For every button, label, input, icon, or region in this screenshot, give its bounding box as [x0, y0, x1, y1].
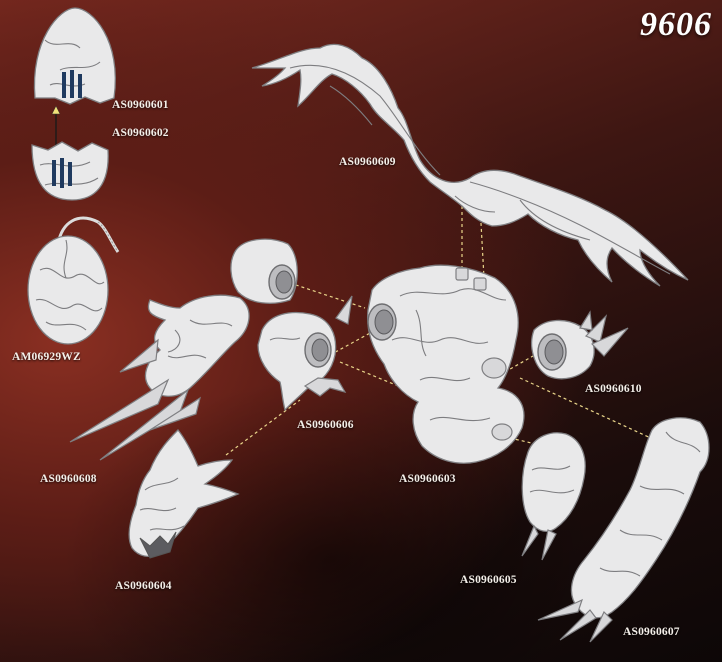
part-label-left-arm: AS0960608 — [40, 473, 97, 485]
part-label-right-small-head: AS0960610 — [585, 383, 642, 395]
part-label-egg-top: AS0960601 — [112, 99, 169, 111]
egg-mark — [62, 72, 66, 98]
part-label-torso: AS0960603 — [399, 473, 456, 485]
set-number: 9606 — [640, 6, 712, 44]
leg-part — [522, 433, 585, 560]
egg-mark — [60, 158, 64, 188]
part-label-small-head: AS0960606 — [297, 419, 354, 431]
torso-part — [368, 265, 524, 463]
part-label-wing: AS0960609 — [339, 156, 396, 168]
part-label-head: AS0960604 — [115, 580, 172, 592]
egg-bottom-part — [32, 142, 108, 200]
egg-top-part — [34, 8, 115, 104]
head-part — [129, 430, 238, 558]
egg-mark — [78, 74, 82, 98]
part-label-brain: AM06929WZ — [12, 351, 81, 363]
egg-mark — [70, 70, 74, 98]
part-label-leg: AS0960605 — [460, 574, 517, 586]
part-label-egg-bottom: AS0960602 — [112, 127, 169, 139]
right-small-head-part — [532, 312, 628, 379]
small-head-part — [258, 296, 352, 410]
wing-part — [252, 44, 688, 286]
egg-mark — [52, 160, 56, 186]
part-label-right-arm: AS0960607 — [623, 626, 680, 638]
brain-part — [28, 218, 118, 344]
egg-mark — [68, 162, 72, 186]
